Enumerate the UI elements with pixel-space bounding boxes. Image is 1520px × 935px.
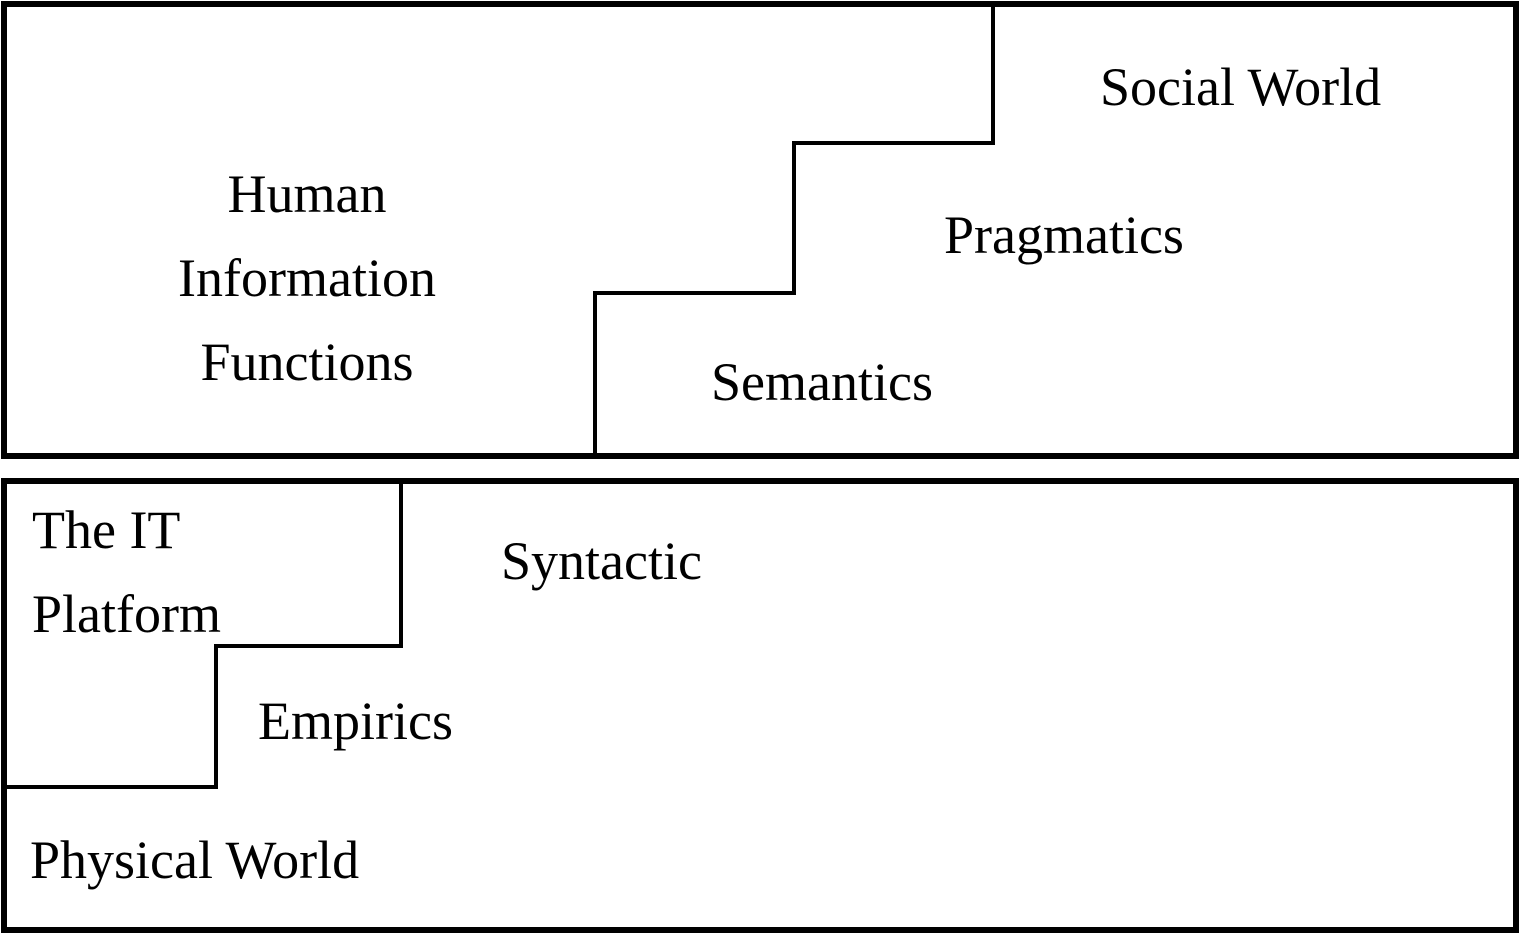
- semantics-label: Semantics: [711, 352, 933, 412]
- empirics-label: Empirics: [258, 691, 453, 751]
- bottom-panel-frame: [1, 478, 1519, 933]
- syntactic-label: Syntactic: [501, 531, 702, 591]
- hif-line-3: Functions: [200, 332, 414, 392]
- top-staircase-divider: [593, 4, 995, 456]
- bottom-staircase-divider: [4, 481, 403, 789]
- it-platform-label: The IT Platform: [32, 488, 221, 656]
- it-platform-line-2: Platform: [32, 584, 221, 644]
- hif-line-1: Human: [227, 164, 387, 224]
- human-information-functions-label: Human Information Functions: [157, 152, 457, 404]
- social-world-label: Social World: [1100, 57, 1382, 117]
- pragmatics-label: Pragmatics: [944, 205, 1184, 265]
- physical-world-label: Physical World: [30, 830, 360, 890]
- top-panel-frame: [1, 1, 1519, 459]
- hif-line-2: Information: [178, 248, 436, 308]
- it-platform-line-1: The IT: [32, 500, 181, 560]
